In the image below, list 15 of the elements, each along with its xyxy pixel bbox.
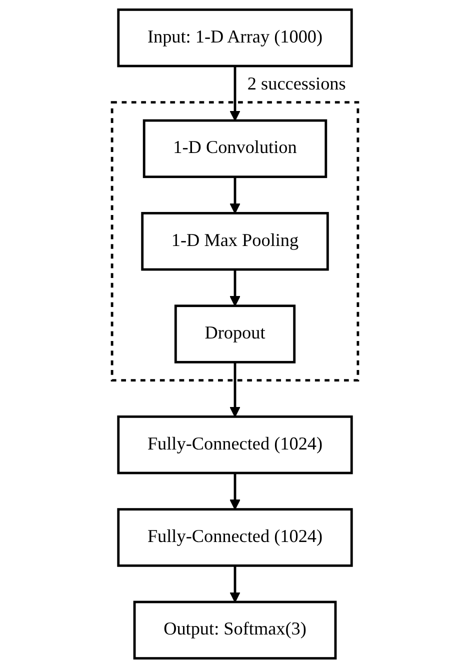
node-box: Fully-Connected (1024) bbox=[117, 415, 353, 474]
cluster bbox=[110, 101, 360, 382]
node-box: Fully-Connected (1024) bbox=[117, 508, 353, 567]
node-box: 1-D Convolution bbox=[142, 119, 328, 178]
node-box: 1-D Max Pooling bbox=[141, 212, 329, 271]
node-box: Input: 1-D Array (1000) bbox=[117, 8, 353, 68]
arrow bbox=[230, 362, 240, 418]
arrow bbox=[230, 566, 240, 602]
node-box: Output: Softmax(3) bbox=[133, 600, 337, 660]
node-label: 2 successions bbox=[247, 75, 346, 94]
arrow bbox=[230, 176, 240, 214]
arrow bbox=[230, 270, 240, 306]
node-box: Dropout bbox=[174, 304, 296, 364]
arrow bbox=[230, 66, 240, 121]
arrow bbox=[230, 473, 240, 510]
